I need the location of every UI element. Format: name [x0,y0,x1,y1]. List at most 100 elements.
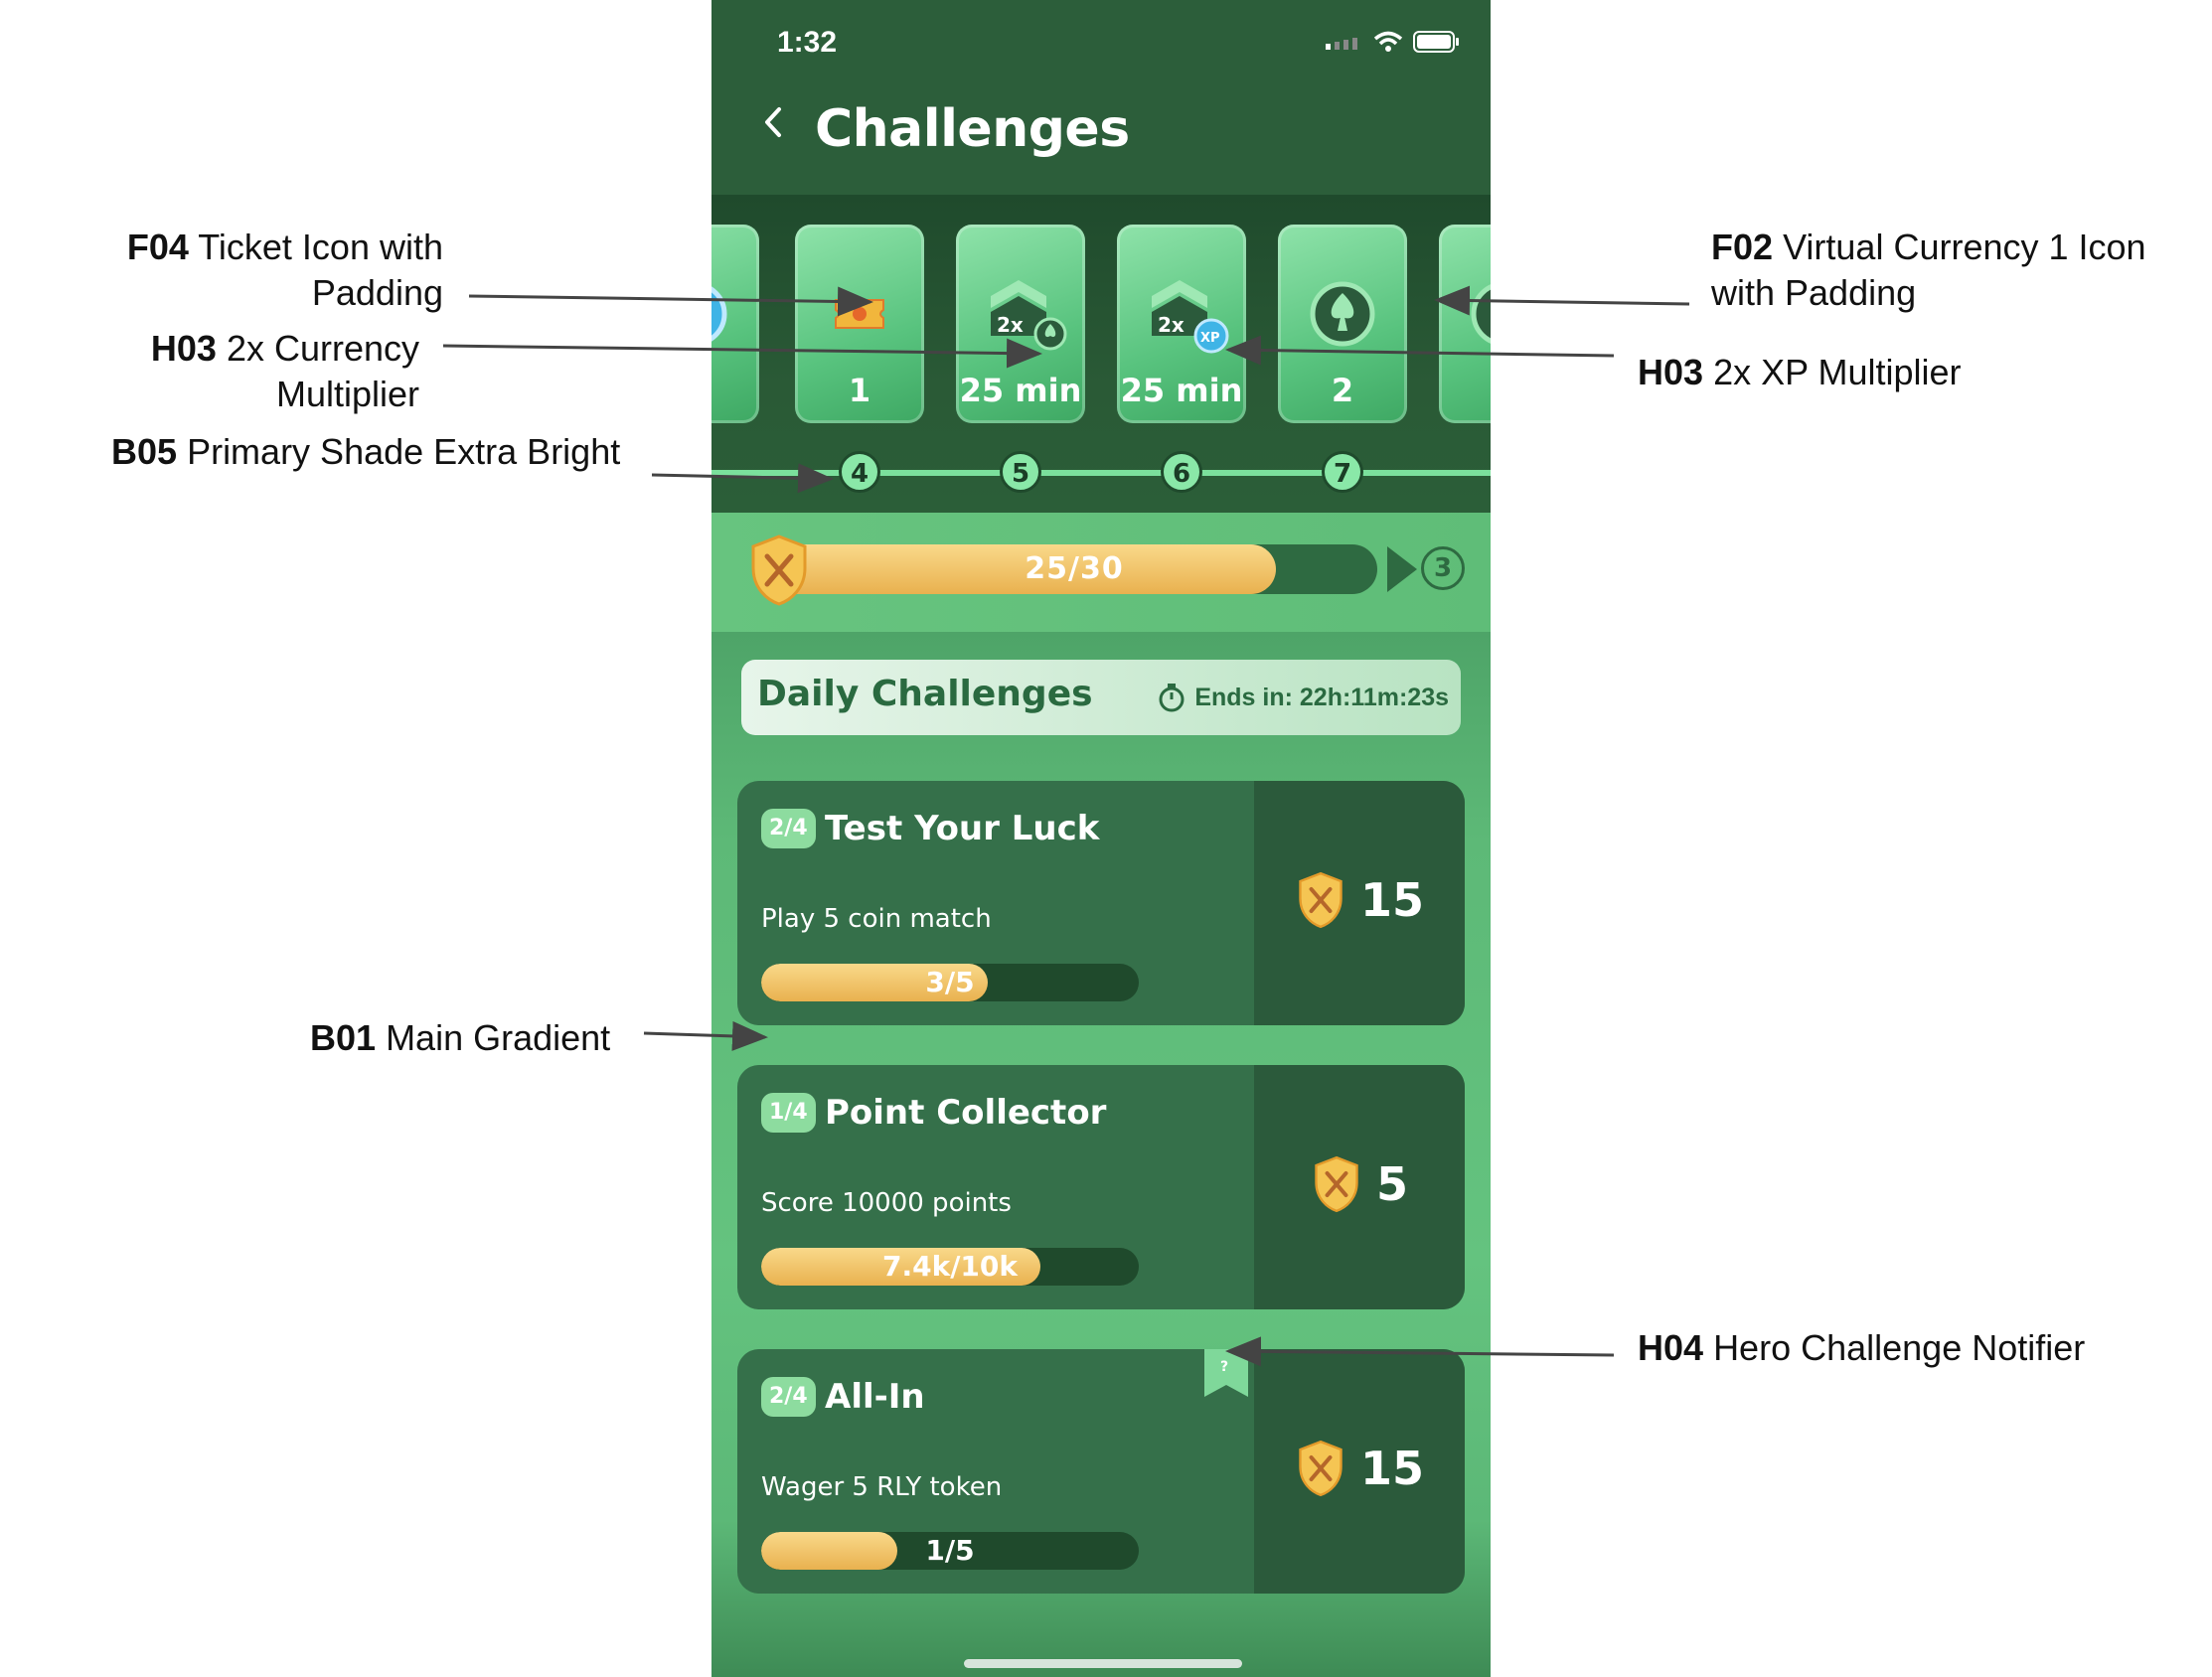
hero-challenge-flag-icon: ? [1204,1349,1248,1397]
reward-caption: 25 min [1120,372,1243,409]
annotation-code: H03 [150,328,217,369]
challenge-description: Play 5 coin match [761,904,992,934]
spade-coin-icon [1439,274,1491,354]
level-progress-fill [771,544,1277,594]
annotation-code: B05 [111,431,178,472]
reward-card[interactable]: 2 [1278,225,1407,423]
annotation-text: Ticket Icon with [198,227,443,267]
2x-currency-multiplier-icon: 2x [956,274,1085,354]
ends-in-timer: Ends in: 22h:11m:23s [1157,682,1449,713]
challenge-progress-bar: 3/5 [761,964,1139,1001]
track-line [711,470,1491,476]
challenge-step-badge: 2/4 [761,809,816,848]
challenge-reward: 15 [1254,1439,1465,1498]
annotation-b05: B05 Primary Shade Extra Bright [111,429,668,475]
xp-label: XP [1200,331,1220,346]
challenge-reward: 5 [1254,1154,1465,1214]
reward-panel [1254,781,1465,1025]
annotation-text: Hero Challenge Notifier [1713,1327,2086,1368]
reward-card[interactable]: 1 [1439,225,1491,423]
reward-caption: 2 [1331,372,1354,409]
back-arrow-icon[interactable] [757,105,791,139]
track-node: 7 [1322,451,1363,493]
track-node: 4 [839,451,880,493]
reward-caption: 1 [848,372,871,409]
challenge-reward: 15 [1254,870,1465,930]
challenge-name: Point Collector [825,1093,1107,1133]
annotation-code: F04 [126,227,189,267]
challenge-progress-text: 7.4k/10k [881,1250,1019,1283]
annotation-text: Main Gradient [386,1017,611,1058]
reward-amount: 5 [1375,1157,1408,1211]
battery-icon [1413,31,1459,53]
daily-challenges-title: Daily Challenges [757,674,1093,714]
reward-card[interactable]: 1 [795,225,924,423]
2x-xp-multiplier-icon: 2x XP [1117,274,1246,354]
challenge-name: All-In [825,1377,925,1417]
status-time: 1:32 [777,26,838,59]
multiplier-label: 2x [997,313,1024,337]
next-arrow-icon [1387,546,1417,592]
multiplier-label: 2x [1158,313,1185,337]
phone-screen: 1:32 Challenges [711,0,1491,1677]
challenge-card[interactable]: 2/4 Test Your Luck Play 5 coin match 3/5… [737,781,1465,1025]
wifi-icon [1373,31,1403,52]
shield-swords-icon [1315,1155,1358,1213]
reward-card[interactable]: 2x 25 min [956,225,1085,423]
level-progress-text: 25/30 [1025,551,1124,586]
reward-panel [1254,1349,1465,1594]
annotation-text: Multiplier [275,374,419,414]
annotation-text: Primary Shade Extra Bright [187,431,621,472]
annotation-code: H04 [1638,1327,1704,1368]
annotation-text: 2x XP Multiplier [1713,352,1962,392]
top-bar: 1:32 Challenges [711,0,1491,199]
ends-in-label: Ends in: 22h:11m:23s [1194,683,1449,711]
reward-amount: 15 [1359,1442,1424,1495]
reward-amount: 15 [1359,873,1424,927]
shield-swords-icon [751,534,807,606]
challenge-description: Wager 5 RLY token [761,1472,1003,1502]
annotation-h03-currency: H03 2x Currency Multiplier [99,326,419,417]
challenge-name: Test Your Luck [825,809,1100,848]
annotation-code: B01 [310,1017,377,1058]
annotation-b01: B01 Main Gradient [310,1015,668,1061]
annotation-code: F02 [1711,227,1774,267]
xp-coin-icon [711,274,759,354]
svg-text:?: ? [1220,1359,1228,1375]
signal-icon [1326,38,1357,50]
annotation-code: H03 [1638,352,1704,392]
reward-caption: 25 min [959,372,1082,409]
challenge-description: Score 10000 points [761,1188,1012,1218]
challenge-card[interactable]: ? 2/4 All-In Wager 5 RLY token 1/5 15 [737,1349,1465,1594]
stopwatch-icon [1159,684,1185,712]
page-title: Challenges [815,99,1130,159]
spade-coin-icon [1278,274,1407,354]
annotation-f04: F04 Ticket Icon with Padding [99,225,443,316]
main-gradient: Daily Challenges Ends in: 22h:11m:23s 2/… [711,632,1491,1677]
challenge-step-badge: 2/4 [761,1377,816,1417]
annotation-text: Padding [311,272,443,313]
annotation-h04: H04 Hero Challenge Notifier [1638,1325,2154,1371]
challenge-progress-bar: 7.4k/10k [761,1248,1139,1286]
level-progress-bar: 25/30 [771,544,1377,594]
reward-card[interactable]: 0 [711,225,759,423]
reward-track[interactable]: 0 1 2x 25 min [711,195,1491,513]
track-node: 5 [1000,451,1041,493]
reward-caption: 0 [711,372,759,409]
annotation-text: Virtual Currency 1 Icon [1783,227,2146,267]
shield-swords-icon [1299,871,1343,929]
track-node: 6 [1161,451,1202,493]
next-level-badge: 3 [1421,546,1465,590]
challenge-progress-text: 3/5 [925,966,975,998]
challenge-progress-fill [761,964,988,1001]
reward-panel [1254,1065,1465,1309]
challenge-card[interactable]: 1/4 Point Collector Score 10000 points 7… [737,1065,1465,1309]
home-indicator[interactable] [964,1659,1242,1668]
daily-challenges-header: Daily Challenges Ends in: 22h:11m:23s [741,660,1461,735]
reward-card[interactable]: 2x XP 25 min [1117,225,1246,423]
challenge-progress-bar: 1/5 [761,1532,1139,1570]
shield-swords-icon [1299,1440,1343,1497]
challenge-step-badge: 1/4 [761,1093,816,1133]
challenge-progress-text: 1/5 [925,1534,975,1567]
level-progress: 25/30 3 [711,513,1491,632]
